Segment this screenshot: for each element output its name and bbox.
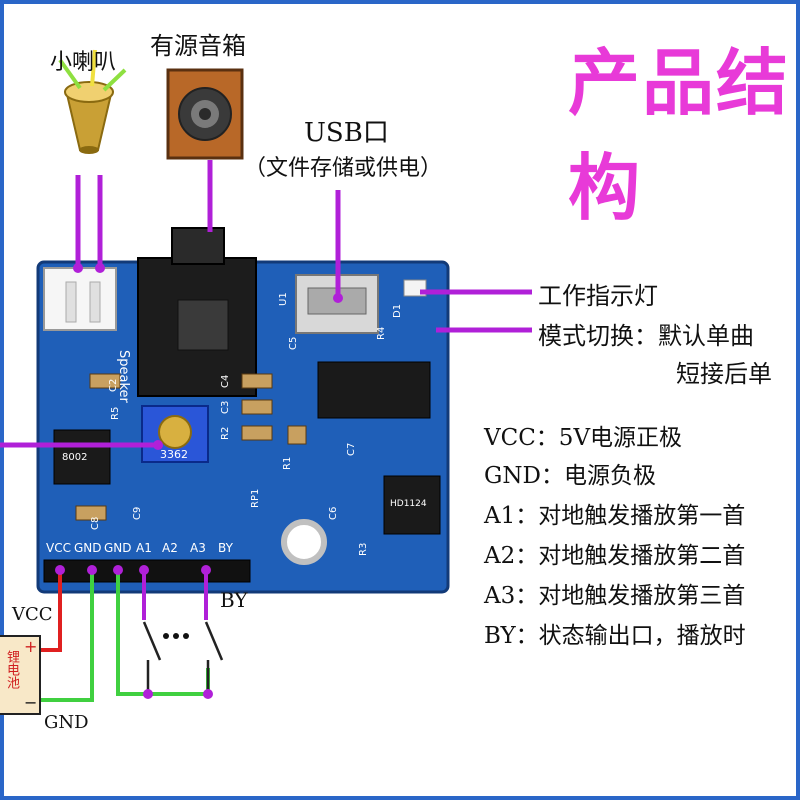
wiring: [30, 570, 210, 702]
chip-flash: [383, 475, 441, 535]
svg-text:−: −: [24, 693, 37, 712]
silk-comp-c2: C2: [108, 379, 119, 392]
silk-pin-a1: A1: [136, 541, 152, 555]
pin-desc-a1: A1：对地触发播放第一首: [484, 503, 746, 529]
pin-desc-by: BY：状态输出口，播放时: [484, 623, 746, 649]
pin-desc-a3: A3：对地触发播放第三首: [484, 583, 746, 609]
silk-comp-r5: R5: [110, 407, 121, 420]
pin-desc-vcc: VCC：5V电源正极: [484, 425, 683, 451]
pointer-lines: [0, 160, 532, 448]
silk-comp-c9: C9: [132, 507, 143, 520]
silk-comp-c6: C6: [328, 507, 339, 520]
chip-u1: [317, 361, 431, 419]
silk-comp-c5: C5: [288, 337, 299, 350]
silk-ic-code-2: HD1124: [390, 499, 427, 509]
pin-desc-a2: A2：对地触发播放第二首: [484, 543, 746, 569]
silk-pin-by: BY: [218, 541, 234, 555]
silk-comp-u1: U1: [278, 292, 289, 306]
work-light-label: 工作指示灯: [538, 282, 658, 310]
mounting-hole: [281, 519, 327, 565]
silk-comp-c4: C4: [220, 375, 231, 388]
small-speaker-label: 小喇叭: [50, 50, 117, 75]
silk-speaker: Speaker: [116, 350, 131, 404]
silk-comp-d1: D1: [392, 304, 403, 318]
silk-comp-c7: C7: [346, 443, 357, 456]
speaker-connector: [43, 267, 117, 331]
active-speaker-icon: [166, 68, 244, 160]
silk-pin-a3: A3: [190, 541, 206, 555]
silk-pin-a2: A2: [162, 541, 178, 555]
page-title: 产品结构: [568, 41, 791, 230]
svg-text:+: +: [24, 637, 37, 656]
silk-comp-r4: R4: [376, 327, 387, 340]
vcc-wire-label: VCC: [12, 604, 53, 625]
silk-comp-c8: C8: [90, 517, 101, 530]
silk-pin-gnd: GND: [74, 541, 102, 555]
silk-comp-c3: C3: [220, 401, 231, 414]
silk-pot-code: 3362: [160, 448, 188, 461]
battery-icon: + −: [0, 635, 41, 715]
silk-comp-r2: R2: [220, 427, 231, 440]
usb-label: USB口: [304, 118, 389, 148]
pin-desc-gnd: GND：电源负极: [484, 463, 656, 489]
silk-ic-code-1: 8002: [62, 452, 87, 463]
chip-amp: [53, 429, 111, 485]
small-speaker-icon: [58, 49, 127, 154]
battery-label: 锂电池: [4, 650, 19, 689]
switch-symbols: [142, 621, 224, 694]
pcb-board: [36, 227, 450, 594]
silk-comp-rp1: RP1: [250, 489, 261, 508]
gnd-wire-label: GND: [44, 712, 89, 733]
silk-comp-r1: R1: [282, 457, 293, 470]
by-wire-label: BY: [220, 588, 248, 612]
mode-switch-label: 模式切换：默认单曲: [538, 322, 754, 350]
active-speaker-label: 有源音箱: [150, 32, 246, 60]
usb-note: （文件存储或供电）: [244, 156, 443, 181]
silk-pin-gnd: GND: [104, 541, 132, 555]
mode-switch-label-2: 短接后单: [676, 360, 772, 388]
silk-pin-vcc: VCC: [46, 541, 71, 555]
silk-comp-r3: R3: [358, 543, 369, 556]
